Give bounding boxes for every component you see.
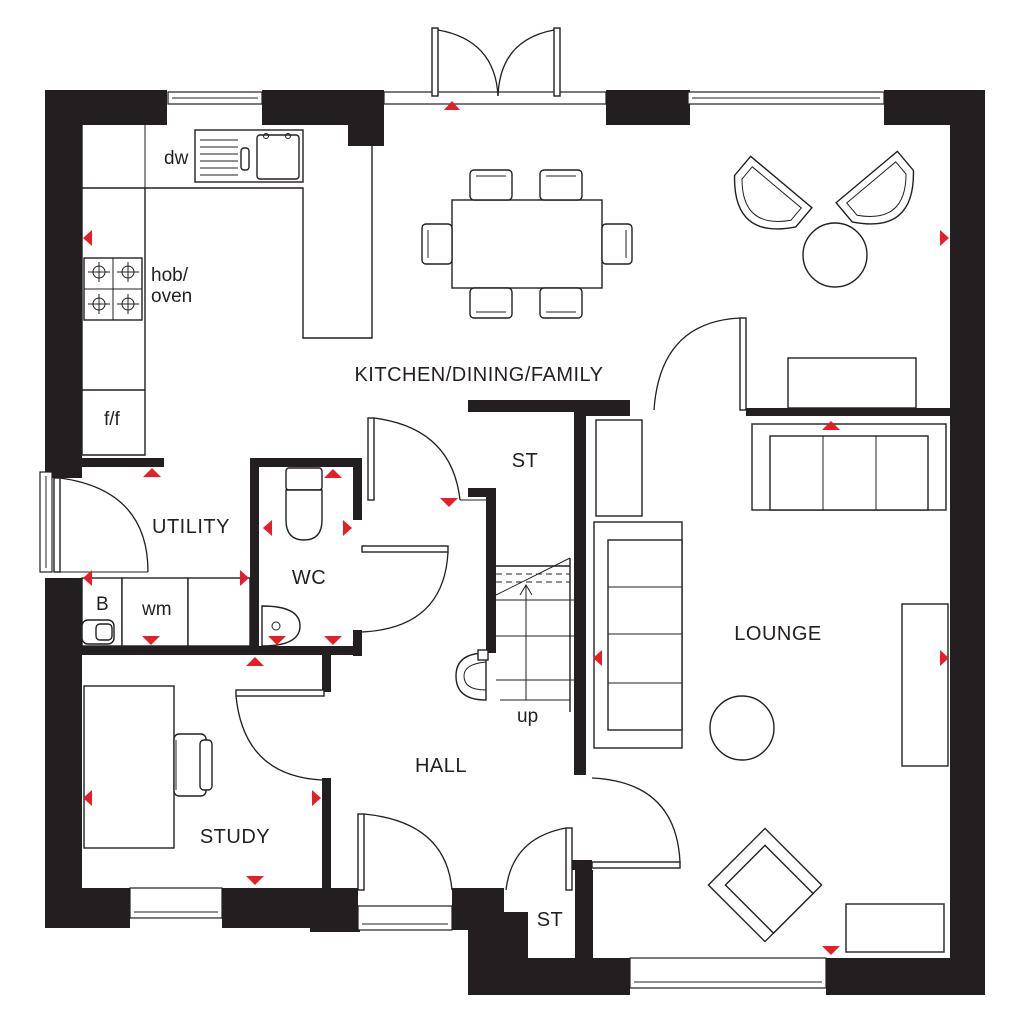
room-label-study: STUDY [200,826,270,848]
sofa-icon [751,423,947,511]
room-label-utility: UTILITY [152,516,230,538]
room-label-wc: WC [292,567,326,589]
kitchen-units [81,125,373,456]
hob-icon [83,257,143,321]
room-label-kitchen: KITCHEN/DINING/FAMILY [354,364,603,386]
side-cabinet-icon [845,903,945,953]
utility-units [81,577,251,647]
dining-table-icon [421,169,633,319]
utility-door [53,477,149,573]
external-walls [45,90,985,995]
fixture-label-fridge: f/f [104,409,121,430]
stairs-direction-label: up [517,706,538,727]
study-door [235,689,325,781]
toilet-icon [285,467,323,541]
fixture-label-hob-1: hob/ [151,265,189,286]
windows [39,91,885,989]
front-door [357,813,453,931]
doors [53,27,747,931]
sink-icon [194,129,304,183]
fixture-label-hob-2: oven [151,286,192,307]
fixture-label-washing-machine: wm [141,599,172,620]
newel [477,649,489,661]
dimension-markers [83,101,949,955]
desk-icon [83,685,213,849]
window-lounge [629,957,827,989]
room-label-store-upper: ST [512,450,539,472]
fixture-label-dishwasher: dw [164,148,189,169]
cabinet-icon [595,419,643,517]
armchair-icon [707,827,823,943]
coffee-table-icon [709,695,775,761]
staircase-icon [455,557,574,712]
hall-lounge-door [591,777,681,869]
sofa-large-icon [593,521,683,749]
wc-door [361,545,449,633]
room-label-hall: HALL [415,755,467,777]
window-study [129,887,223,919]
family-chairs-icon [733,150,915,288]
room-label-store-lower: ST [537,909,564,931]
room-label-lounge: LOUNGE [734,623,821,645]
store-door-lower [505,827,573,891]
tv-unit-icon [901,603,949,767]
internal-walls [45,400,950,890]
french-doors [383,27,607,105]
store-door-upper [367,417,496,501]
lounge-kitchen-door [653,317,747,411]
fixture-label-boiler: B [96,594,109,615]
sideboard-icon [787,357,917,409]
